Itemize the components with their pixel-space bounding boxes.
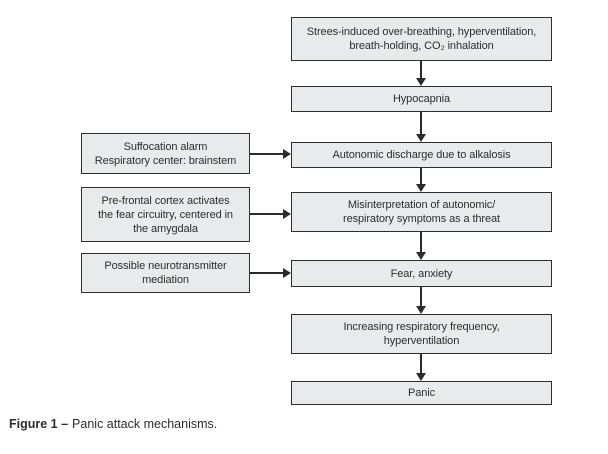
flow-box-misinterpretation: Misinterpretation of autonomic/ respirat…: [291, 192, 552, 232]
flow-box-stress-induced: Strees-induced over-breathing, hypervent…: [291, 17, 552, 61]
flow-box-suffocation-alarm: Suffocation alarm Respiratory center: br…: [81, 133, 250, 174]
figure-caption-text: Panic attack mechanisms.: [72, 417, 218, 431]
flow-box-panic: Panic: [291, 381, 552, 405]
flow-box-autonomic-discharge: Autonomic discharge due to alkalosis: [291, 142, 552, 168]
arrow-suffocation-to-autonomic: [250, 149, 291, 159]
flow-box-neurotransmitter-mediation: Possible neurotransmitter mediation: [81, 253, 250, 293]
flow-box-increasing-respiratory: Increasing respiratory frequency, hyperv…: [291, 314, 552, 354]
flow-box-prefrontal-cortex: Pre-frontal cortex activates the fear ci…: [81, 187, 250, 242]
figure-caption-label: Figure 1 –: [9, 417, 69, 431]
figure-caption: Figure 1 –Panic attack mechanisms.: [9, 417, 217, 431]
arrow-stress-to-hypocapnia: [416, 61, 426, 86]
flow-box-fear-anxiety: Fear, anxiety: [291, 260, 552, 287]
arrow-misinterpretation-to-fear: [416, 232, 426, 260]
arrow-increasing-to-panic: [416, 354, 426, 381]
flow-box-hypocapnia: Hypocapnia: [291, 86, 552, 112]
arrow-fear-to-increasing: [416, 287, 426, 314]
arrow-neurotransmitter-to-fear: [250, 268, 291, 278]
arrow-hypocapnia-to-autonomic: [416, 112, 426, 142]
arrow-autonomic-to-misinterpretation: [416, 168, 426, 192]
arrow-prefrontal-to-misinterpretation: [250, 209, 291, 219]
